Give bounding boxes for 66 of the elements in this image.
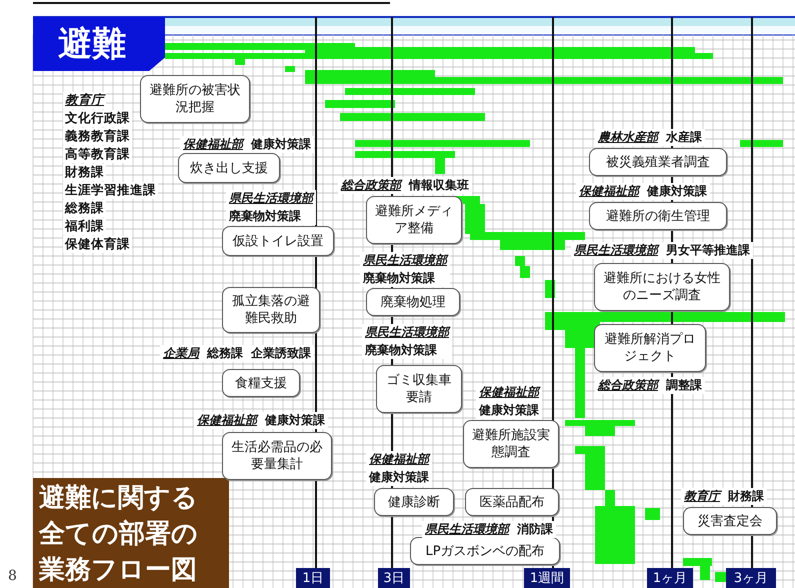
section-label: 廃棄物対策課: [365, 342, 438, 359]
bureau-label: 企業局: [163, 345, 199, 362]
section-label: 健康対策課: [265, 412, 325, 429]
bureau-label: 保健福祉部: [479, 384, 539, 401]
section-label: 消防課: [517, 521, 553, 538]
task-box: 避難所の衛生管理: [589, 202, 727, 230]
section-label: 男女平等推進課: [666, 242, 750, 259]
section-label: 高等教育課: [63, 146, 132, 163]
section-label: 保健体育課: [63, 236, 132, 253]
section-label: 健康対策課: [369, 469, 429, 486]
milestone-label: 3日: [378, 568, 410, 588]
milestone-label: 3ヶ月: [726, 568, 776, 588]
task-box: 避難所メディア整備: [366, 196, 462, 244]
bureau-label: 総合政策部: [598, 377, 658, 394]
section-label: 健康対策課: [647, 183, 707, 200]
bureau-label: 保健福祉部: [579, 183, 639, 200]
section-label: 廃棄物対策課: [363, 270, 436, 287]
section-label: 企業誘致課: [251, 345, 311, 362]
section-label: 健康対策課: [251, 136, 311, 153]
bureau-label: 県民生活環境部: [229, 190, 313, 207]
section-label: 義務教育課: [63, 128, 132, 145]
milestone-label: 1ヶ月: [647, 568, 693, 588]
task-box: 食糧支援: [222, 369, 300, 397]
milestone-label: 1日: [296, 568, 330, 588]
section-label: 総務課: [207, 345, 243, 362]
task-box: LPガスボンベの配布: [410, 537, 560, 565]
section-label: 廃棄物対策課: [229, 208, 302, 225]
task-box: 生活必需品の必要量集計: [222, 432, 332, 480]
section-label: 水産課: [666, 129, 702, 146]
task-box: 災害査定会: [683, 507, 777, 535]
task-box: 避難所における女性のニーズ調査: [594, 263, 730, 311]
section-label: 文化行政課: [63, 110, 132, 127]
section-label: 健康対策課: [479, 402, 539, 419]
caption-panel: 避難に関する全ての部署の業務フロー図: [33, 478, 229, 588]
bureau-label: 総合政策部: [341, 177, 401, 194]
section-label: 財務課: [728, 488, 764, 505]
section-label: 情報収集班: [409, 177, 469, 194]
task-box: ゴミ収集車要請: [376, 365, 462, 413]
section-label: 生涯学習推進課: [63, 182, 158, 199]
task-box: 避難所解消プロジェクト: [594, 324, 706, 372]
title-banner: 避難: [33, 17, 165, 71]
task-box: 廃棄物処理: [366, 288, 460, 316]
task-box: 医薬品配布: [465, 488, 559, 516]
bureau-label: 教育庁: [684, 488, 720, 505]
task-box: 孤立集落の避難民救助: [222, 287, 320, 333]
page-number: 8: [8, 568, 17, 584]
task-box: 炊き出し支援: [178, 153, 280, 183]
section-label: 総務課: [63, 200, 106, 217]
task-box: 仮設トイレ設置: [222, 226, 334, 256]
task-box: 健康診断: [374, 488, 454, 516]
section-label: 福利課: [63, 218, 106, 235]
task-box: 避難所施設実態調査: [463, 420, 559, 468]
bureau-label: 県民生活環境部: [363, 252, 447, 269]
bureau-label: 保健福祉部: [197, 412, 257, 429]
bureau-label: 県民生活環境部: [425, 521, 509, 538]
bureau-label: 教育庁: [63, 92, 106, 109]
section-label: 財務課: [63, 164, 106, 181]
bureau-label: 県民生活環境部: [574, 242, 658, 259]
section-label: 調整課: [666, 377, 702, 394]
task-box: 避難所の被害状況把握: [140, 75, 250, 123]
bureau-label: 農林水産部: [598, 129, 658, 146]
task-box: 被災義殖業者調査: [589, 148, 727, 176]
bureau-label: 県民生活環境部: [365, 324, 449, 341]
bureau-label: 保健福祉部: [369, 451, 429, 468]
milestone-label: 1週間: [524, 568, 570, 588]
bureau-label: 保健福祉部: [183, 136, 243, 153]
